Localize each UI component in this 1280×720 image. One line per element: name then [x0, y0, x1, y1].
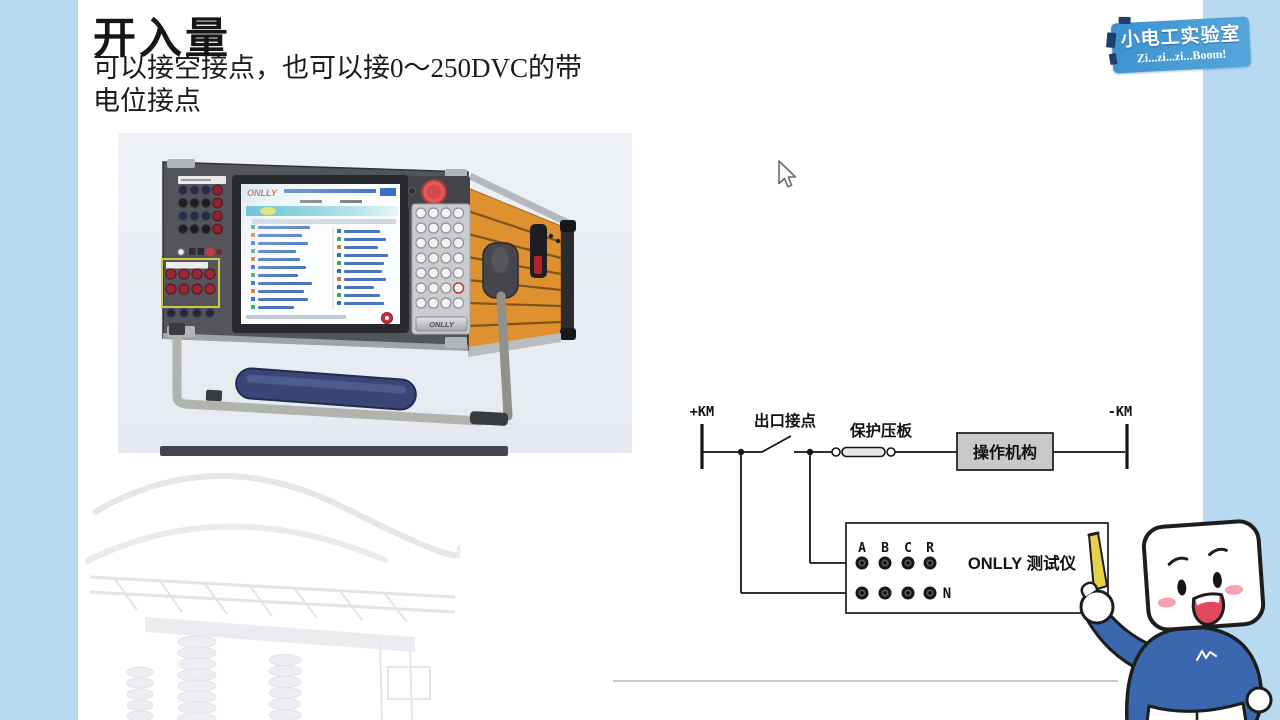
- badge-circuit-decoration: [1118, 16, 1131, 25]
- emergency-stop-button: [408, 176, 470, 210]
- positive-bus-label: +KM: [690, 404, 714, 420]
- pencil: [1088, 532, 1108, 591]
- subtitle-line-2: 电位接点: [93, 86, 201, 116]
- operating-mechanism-box: 操作机构: [956, 432, 1054, 471]
- outlet-contact-switch: [761, 435, 792, 453]
- tester-terminals-top: [855, 556, 937, 570]
- top-rail: [468, 172, 570, 227]
- negative-bus-label: -KM: [1108, 404, 1132, 420]
- insulator-column: [126, 666, 154, 720]
- device-photo: ONLLY: [118, 133, 632, 456]
- device-screen: ONLLY: [232, 175, 409, 333]
- mascot-eye: [1212, 572, 1222, 588]
- mascot-eyebrow: [1167, 556, 1189, 566]
- channel-badge: 小电工实验室 Zi...zi...zi...Boom!: [1106, 16, 1252, 74]
- badge-circuit-decoration: [1106, 32, 1117, 49]
- tester-box: A B C R N ONLLY 测试仪: [845, 522, 1109, 614]
- junction-dot: [737, 448, 745, 456]
- terminal-label-a: A: [858, 541, 866, 556]
- wiring-diagram: 操作机构 +KM -KM 出口接点 保护压板 A B C R: [690, 404, 1132, 614]
- protection-plate-label: 保护压板: [849, 421, 913, 440]
- page-title: 开入量: [93, 16, 231, 63]
- power-led: [177, 248, 185, 256]
- insulator-column: [268, 654, 302, 720]
- junction-dot: [806, 448, 814, 456]
- separator-line: [613, 680, 1118, 682]
- left-blue-strip: [0, 0, 78, 720]
- device-keypad: ONLLY: [411, 203, 471, 335]
- terminal-label-b: B: [881, 541, 889, 556]
- handle-grip: [235, 367, 417, 411]
- mascot-chest-logo: [1196, 650, 1217, 661]
- terminal-grid: [177, 184, 223, 235]
- device-handle: [169, 242, 519, 426]
- tester-terminals-bottom: [855, 586, 937, 600]
- mascot-eye: [1177, 579, 1187, 596]
- mouse-cursor: [778, 160, 797, 188]
- brand-plate: [415, 316, 468, 332]
- brand-plate-label: ONLLY: [429, 320, 455, 329]
- mascot-cheek: [1225, 584, 1244, 595]
- badge-circuit-decoration: [1108, 53, 1118, 66]
- protection-plate-symbol: [831, 446, 896, 458]
- terminal-label-n: N: [943, 586, 951, 602]
- terminal-label-r: R: [926, 541, 934, 556]
- mascot-eyebrow: [1208, 547, 1228, 556]
- tester-name-label: ONLLY 测试仪: [968, 553, 1077, 573]
- mascot-hand: [1079, 589, 1115, 625]
- outlet-contact-label: 出口接点: [754, 411, 817, 430]
- terminal-label-c: C: [904, 541, 912, 556]
- badge-tagline: Zi...zi...zi...Boom!: [1136, 46, 1227, 65]
- binary-input-block-highlight: [161, 258, 220, 308]
- mascot-right-hand: [1245, 686, 1273, 714]
- device-terminal-field: [161, 176, 226, 319]
- photo-shadow: [160, 446, 508, 456]
- mascot: [1079, 519, 1273, 720]
- mascot-head: [1141, 519, 1266, 632]
- operating-mechanism-label: 操作机构: [973, 443, 1037, 462]
- insulator-column: [177, 635, 217, 720]
- mascot-cheek: [1157, 597, 1176, 608]
- subtitle-line-1: 可以接空接点，也可以接0～250DVC的带: [93, 53, 583, 83]
- subtitle: 可以接空接点，也可以接0～250DVC的带 电位接点: [93, 52, 653, 118]
- substation-watermark: [85, 473, 460, 720]
